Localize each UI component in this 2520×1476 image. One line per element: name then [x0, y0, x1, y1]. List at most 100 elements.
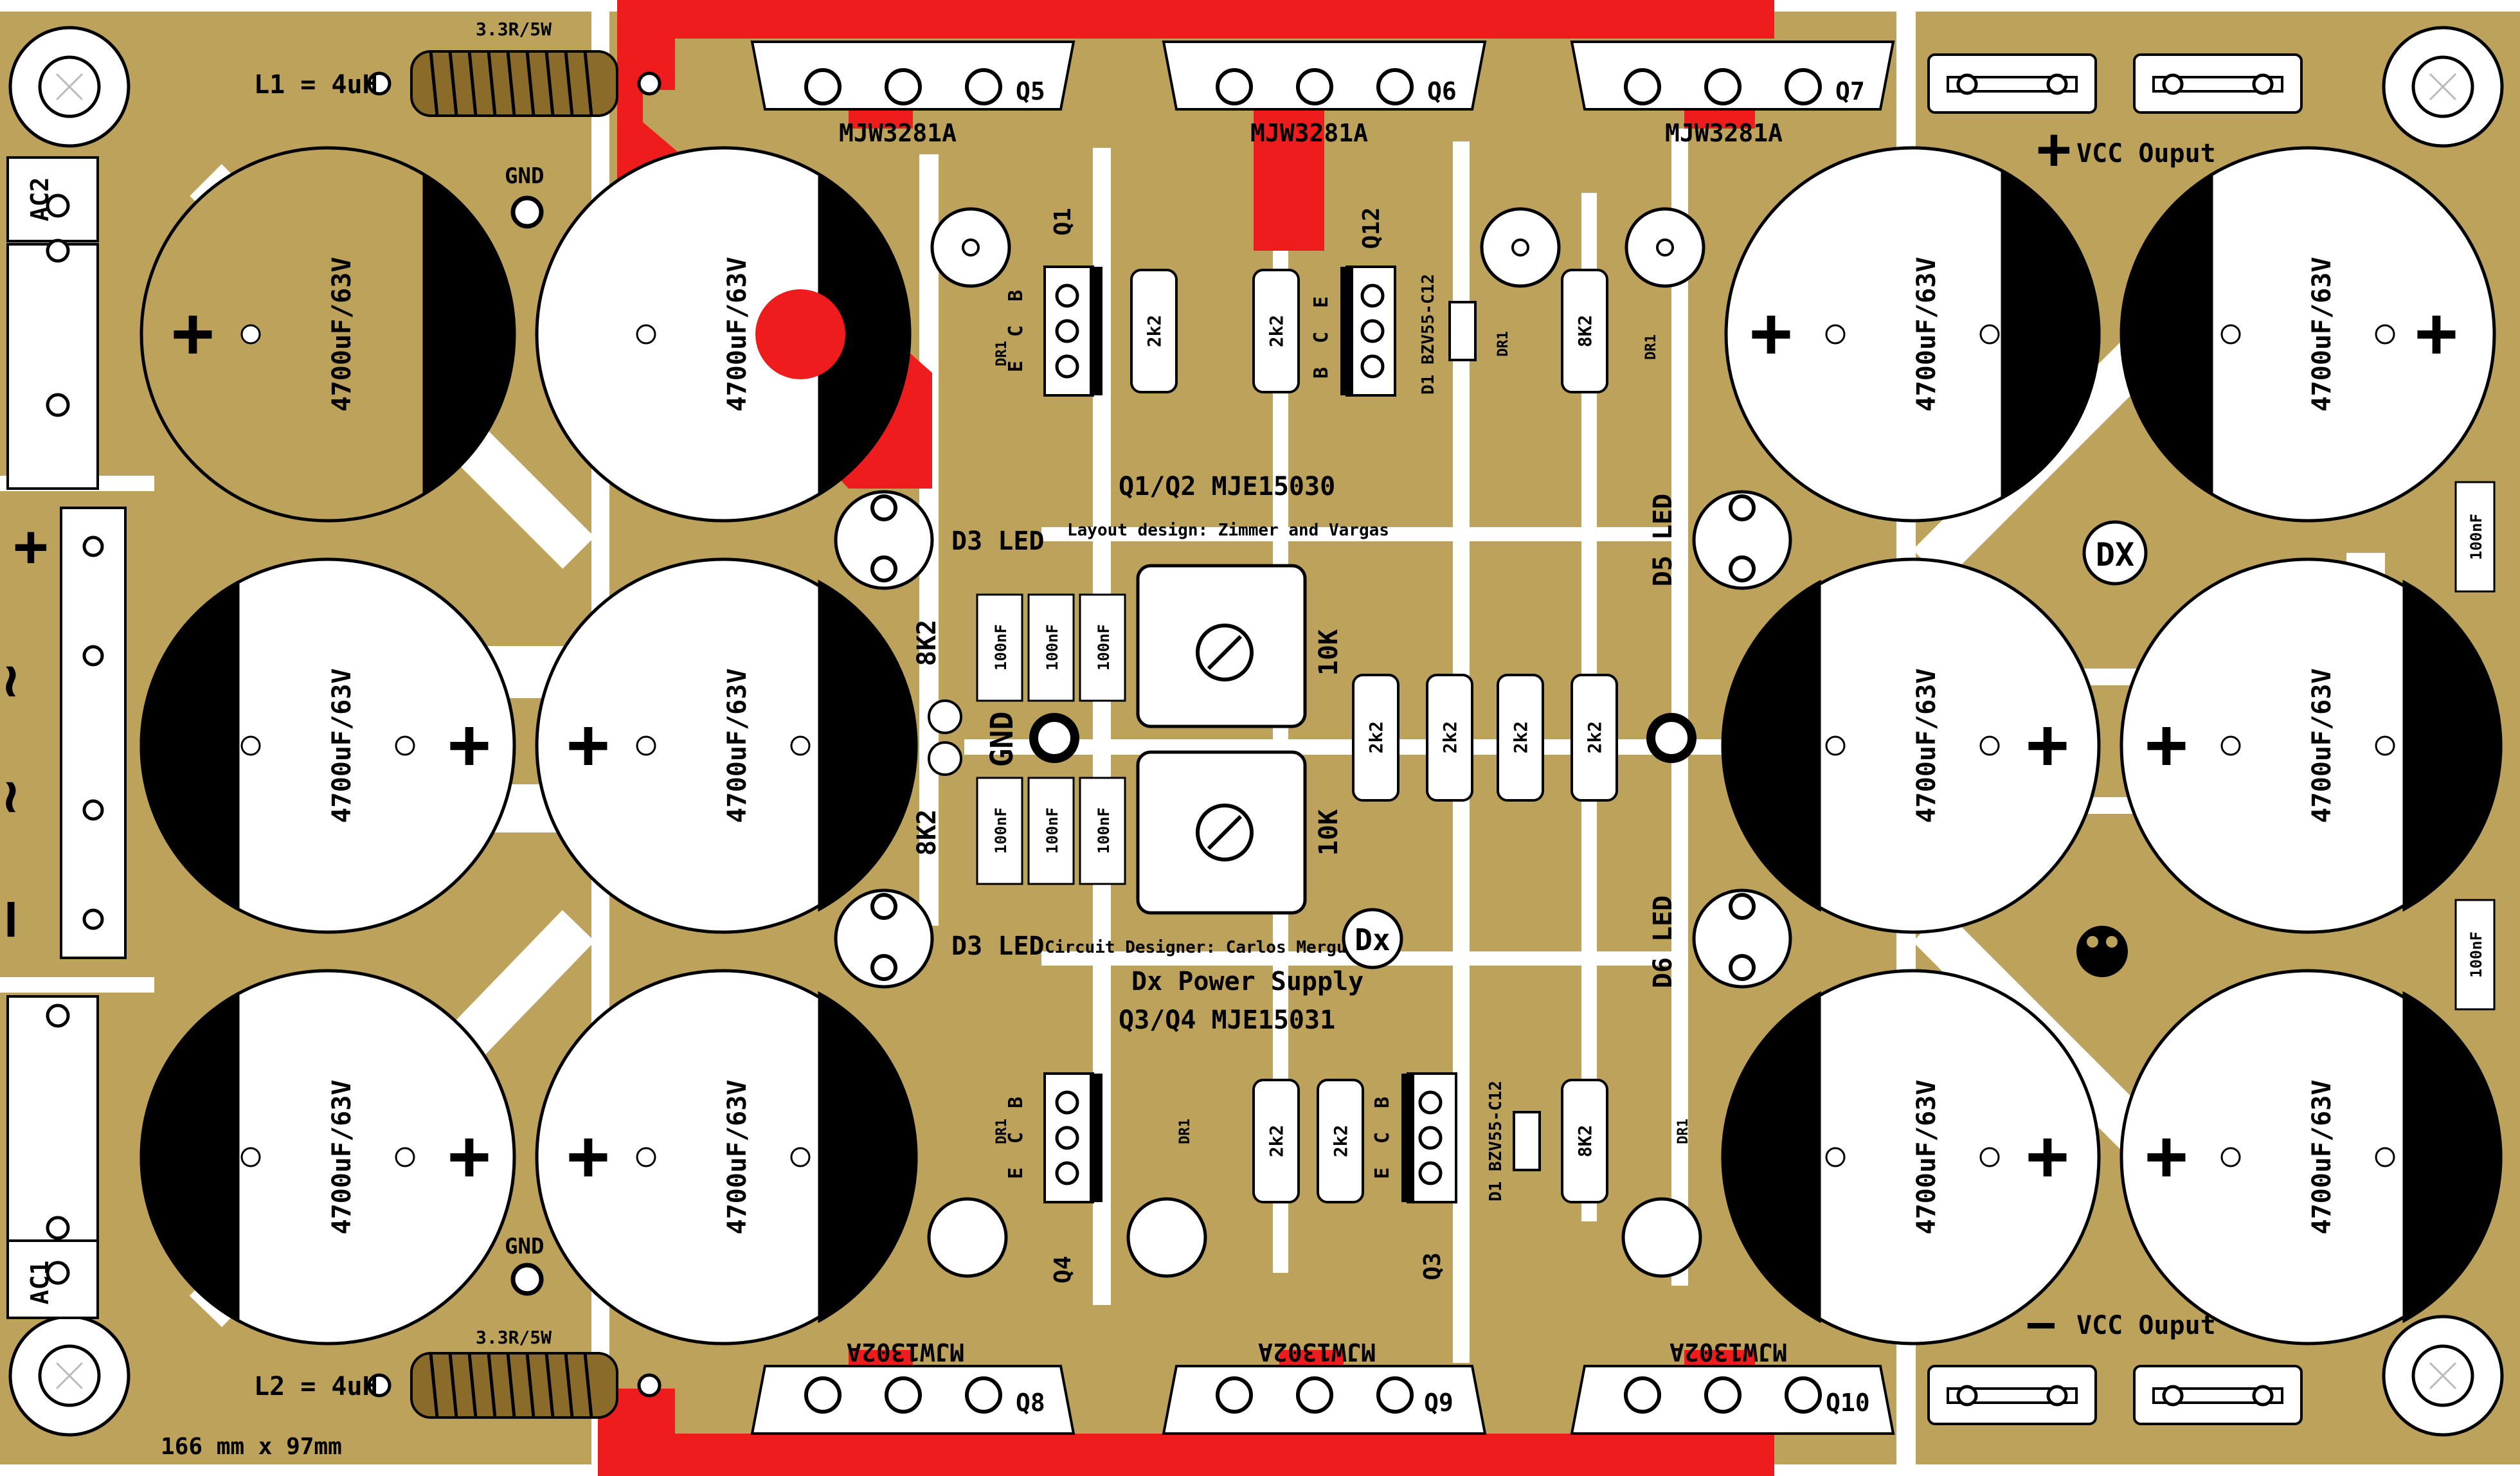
- q4-e: E: [1005, 1167, 1027, 1179]
- caps-100nf-bottom: 100nF 100nF 100nF 8K2: [912, 777, 1126, 885]
- d3-top-label: D3 LED: [951, 526, 1045, 556]
- q5-ref: Q5: [1016, 77, 1045, 105]
- vcc-plus-sign: +: [2037, 115, 2071, 183]
- pot-bottom-label: 10K: [1314, 809, 1344, 856]
- dc-tilde-1: ~: [0, 664, 43, 699]
- mounting-hole-bottom-right: [2382, 1315, 2504, 1437]
- gnd-center: GND: [928, 699, 1697, 776]
- l2-resistor: 3.3R/5W: [476, 1327, 552, 1348]
- right-cap-top-label: 100nF: [2467, 514, 2485, 560]
- q7-part: MJW3281A: [1665, 119, 1783, 147]
- caps-100nf-top: 100nF 100nF 100nF 8K2: [912, 593, 1126, 702]
- right-edge-caps: 100nF 100nF: [2454, 481, 2496, 1011]
- c-top-3: 100nF: [1095, 624, 1113, 670]
- output-minus-terminals: — VCC Ouput: [1927, 1297, 2303, 1425]
- q12-ref: Q12: [1358, 207, 1385, 249]
- driver-q3: Q3 B C E: [1371, 1072, 1457, 1281]
- title-label: Dx Power Supply: [1131, 967, 1364, 996]
- cap-label-c8: 4700uF/63V: [2307, 257, 2337, 412]
- driver-q4: Q4 B C E: [1005, 1072, 1102, 1284]
- plus-c9: +: [2026, 703, 2069, 785]
- inductors: L1 = 4uH 3.3R/5W L2 = 4uH 3.3R/5W: [254, 19, 662, 1419]
- mounting-hole-top-left: [8, 26, 130, 148]
- vcc-minus-label: VCC Ouput: [2076, 1311, 2216, 1340]
- capacitor-c4: [535, 557, 918, 934]
- q3-ref: Q3: [1419, 1252, 1446, 1280]
- vcc-minus-sign: —: [2028, 1297, 2055, 1349]
- mounting-hole-bottom-left: [8, 1315, 130, 1437]
- q1-b: B: [1005, 290, 1027, 302]
- mounting-holes: [8, 26, 2504, 1437]
- capacitor-c9: [1721, 557, 2101, 934]
- dr1-top-a: DR1: [994, 341, 1010, 366]
- cap-label-c11: 4700uF/63V: [1912, 1080, 1941, 1235]
- led-d5: D5 LED: [1648, 490, 1792, 590]
- q10-part: MJW1302A: [1670, 1338, 1787, 1366]
- l1-resistor: 3.3R/5W: [476, 19, 552, 40]
- inductor-l1: L1 = 4uH 3.3R/5W: [254, 19, 662, 117]
- zener-top-label: D1 BZV55-C12: [1419, 274, 1438, 395]
- capacitors-right: [1721, 146, 2503, 1346]
- output-plus-terminals: + VCC Ouput: [1927, 53, 2303, 183]
- ac2-label: AC2: [26, 177, 54, 222]
- right-outputs: + VCC Ouput — VCC Ouput 100nF 100nF DX: [1927, 53, 2496, 1425]
- pot-top: 10K: [1136, 564, 1344, 728]
- zener-bottom: D1 BZV55-C12 DR1 DR1 DR1: [994, 1081, 1691, 1202]
- transistor-q5: Q5 MJW3281A: [750, 40, 1076, 147]
- q1-c: C: [1005, 325, 1027, 337]
- q7-ref: Q7: [1835, 77, 1865, 105]
- cap-label-c12: 4700uF/63V: [2307, 1080, 2337, 1235]
- q1-e: E: [1005, 361, 1027, 372]
- led-d3-top: D3 LED: [834, 490, 1045, 590]
- capacitors-left: [140, 146, 918, 1346]
- dc-tilde-2: ~: [0, 780, 43, 815]
- capacitor-c11: [1721, 969, 2101, 1346]
- pot-bottom: 10K: [1136, 750, 1344, 915]
- q8-part: MJW1302A: [847, 1338, 964, 1366]
- cap-label-c9: 4700uF/63V: [1912, 669, 1941, 824]
- r-mid-4: 2k2: [1584, 721, 1605, 754]
- capacitor-c1: [140, 146, 516, 523]
- capacitor-c12: [2120, 969, 2503, 1346]
- power-transistors-top: Q5 MJW3281A Q6 MJW3281A Q7 MJW3281A: [750, 40, 1895, 147]
- driver-q1: Q1 B C E: [1005, 208, 1102, 397]
- center-components: D3 LED D3 LED D5 LED D6 LED 10K: [834, 490, 1792, 989]
- c-top-1: 100nF: [992, 624, 1010, 670]
- connector-dc-main: + ~ ~ –: [0, 507, 127, 959]
- dr1-top-b: DR1: [1495, 331, 1511, 357]
- capacitor-labels: 4700uF/63V 4700uF/63V 4700uF/63V 4700uF/…: [327, 257, 2337, 1235]
- inductor-l2: L2 = 4uH 3.3R/5W: [254, 1327, 662, 1419]
- q4-b: B: [1005, 1097, 1027, 1108]
- r-8k2-top: 8K2: [912, 620, 942, 666]
- q3-e: E: [1371, 1167, 1394, 1179]
- q12-e: E: [1310, 296, 1333, 308]
- plus-c1: +: [172, 291, 214, 374]
- q3q4-label: Q3/Q4 MJE15031: [1119, 1005, 1335, 1035]
- q1-ref: Q1: [1050, 208, 1076, 235]
- dc-plus-label: +: [14, 512, 48, 580]
- capacitor-c8: [2120, 146, 2496, 523]
- capacitor-c10: [2120, 557, 2503, 934]
- cap-label-c10: 4700uF/63V: [2307, 669, 2337, 824]
- r-mid-2: 2k2: [1439, 721, 1461, 754]
- r-bot-8k2: 8K2: [1574, 1125, 1596, 1158]
- d3-bottom-label: D3 LED: [951, 932, 1045, 961]
- right-cap-bottom-label: 100nF: [2467, 932, 2485, 978]
- board-size-label: 166 mm x 97mm: [161, 1434, 342, 1460]
- q6-part: MJW3281A: [1250, 119, 1368, 147]
- capacitor-c2: [535, 146, 912, 523]
- q12-c: C: [1310, 332, 1333, 343]
- frog-logo: [2076, 926, 2128, 977]
- resistors-center-2k2: 2k2 2k2 2k2 2k2: [1352, 674, 1618, 802]
- d6-label: D6 LED: [1648, 896, 1678, 989]
- c-top-2: 100nF: [1043, 624, 1061, 670]
- led-d6: D6 LED: [1648, 888, 1792, 989]
- transistor-q9: Q9 MJW1302A: [1162, 1338, 1487, 1435]
- plus-c2: +: [843, 291, 886, 374]
- q6-ref: Q6: [1427, 77, 1457, 105]
- cap-label-c1: 4700uF/63V: [327, 257, 357, 412]
- cap-label-c6: 4700uF/63V: [723, 1080, 752, 1235]
- driver-top: Q1 B C E Q12 B C E 2k2 2k2 8K2 D1 BZV55-…: [930, 207, 1706, 540]
- dr1-bot-b: DR1: [1177, 1119, 1193, 1144]
